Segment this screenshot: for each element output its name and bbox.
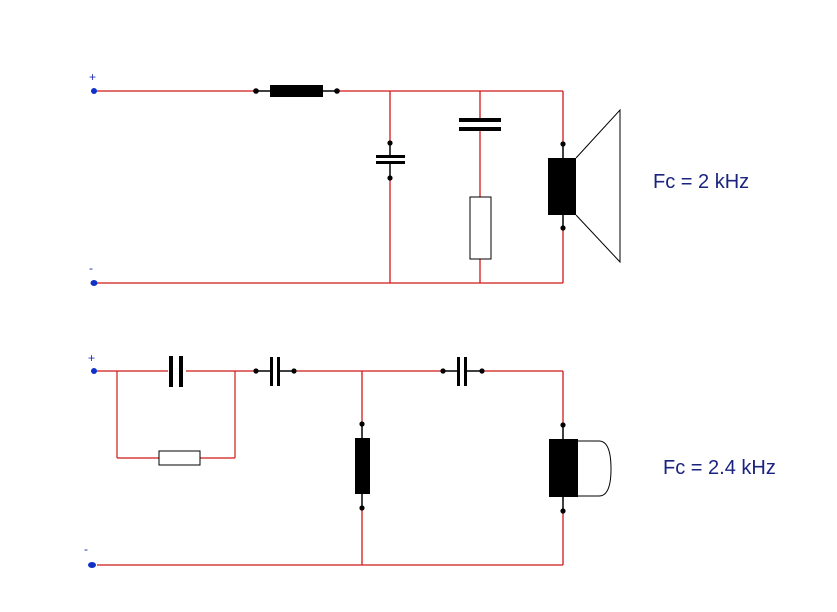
midrange-speaker — [549, 422, 612, 514]
series-inductor — [253, 85, 340, 97]
tweeter-cutoff-label: Fc = 2 kHz — [653, 171, 749, 193]
positive-terminal-label: + — [88, 351, 95, 365]
parallel-series-capacitor — [169, 356, 183, 387]
tweeter-speaker — [548, 108, 621, 264]
positive-input-terminal — [91, 368, 97, 374]
midrange-wiring — [97, 370, 564, 566]
midrange-crossover-circuit: + - — [84, 351, 776, 568]
negative-terminal-label: - — [84, 542, 88, 556]
series-capacitor-2 — [253, 357, 297, 386]
midrange-cutoff-label: Fc = 2.4 kHz — [663, 457, 776, 479]
shunt-inductor — [355, 421, 370, 511]
zobel-resistor — [469, 196, 492, 260]
tweeter-wiring — [97, 90, 564, 284]
positive-input-terminal — [91, 88, 97, 94]
zobel-capacitor — [459, 118, 501, 131]
series-capacitor-3 — [440, 357, 485, 386]
positive-terminal-label: + — [89, 70, 96, 84]
negative-input-terminal — [90, 280, 98, 286]
tweeter-crossover-circuit: + - — [89, 70, 749, 286]
negative-terminal-label: - — [89, 261, 93, 275]
parallel-resistor — [158, 450, 201, 466]
negative-input-terminal — [88, 562, 96, 568]
shunt-capacitor — [376, 140, 405, 181]
